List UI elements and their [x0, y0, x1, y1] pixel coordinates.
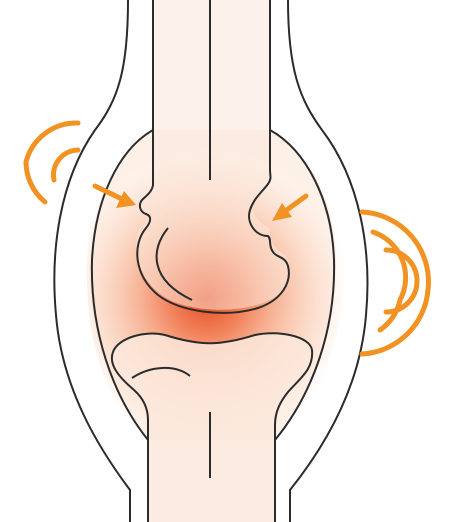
pain-waves-icon	[26, 123, 78, 202]
pain-waves-icon	[362, 212, 428, 354]
upper-bone	[136, 0, 290, 313]
